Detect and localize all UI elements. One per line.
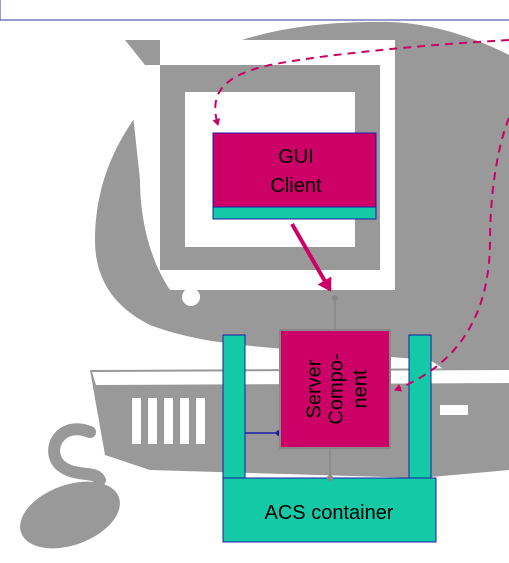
gui-client: GUI Client: [212, 132, 377, 220]
gui-client-label-line1: GUI: [278, 146, 314, 168]
server-component-label: Server Compo- nent: [303, 353, 371, 424]
server-component: Server Compo- nent: [279, 329, 391, 449]
keyboard-key: [164, 398, 173, 444]
keyboard-key: [132, 398, 141, 444]
gui-client-label-line2: Client: [270, 175, 322, 197]
power-button-icon: [182, 288, 200, 306]
acs-container-label: ACS container: [265, 502, 394, 524]
connector-dot: [327, 475, 333, 481]
container-right-post: [408, 334, 432, 481]
server-label-line3: nent: [349, 369, 371, 408]
dashed-arrow-to-server: [394, 117, 509, 392]
arrows: [212, 39, 509, 392]
title-frame: [0, 0, 509, 21]
keyboard-key: [180, 398, 189, 444]
container-left-post: [222, 334, 246, 481]
gui-client-base-bar: [212, 206, 377, 220]
server-label-line1: Server: [303, 359, 325, 418]
acs-container: ACS container: [222, 334, 437, 543]
acs-container-box: [222, 477, 437, 543]
keyboard-slot: [440, 405, 468, 415]
bezel-corner-shape: [125, 40, 160, 65]
keyboard-key: [148, 398, 157, 444]
gui-client-box: [212, 132, 377, 208]
mouse-icon: [20, 481, 120, 549]
dashed-arrow-to-gui: [212, 39, 509, 126]
server-component-box: [279, 329, 391, 449]
keyboard-key: [196, 398, 205, 444]
mouse-cable-shape: [48, 423, 106, 486]
server-label-line2: Compo-: [325, 353, 347, 424]
connector-dot: [332, 295, 338, 301]
gui-to-server-arrow: [290, 223, 332, 292]
